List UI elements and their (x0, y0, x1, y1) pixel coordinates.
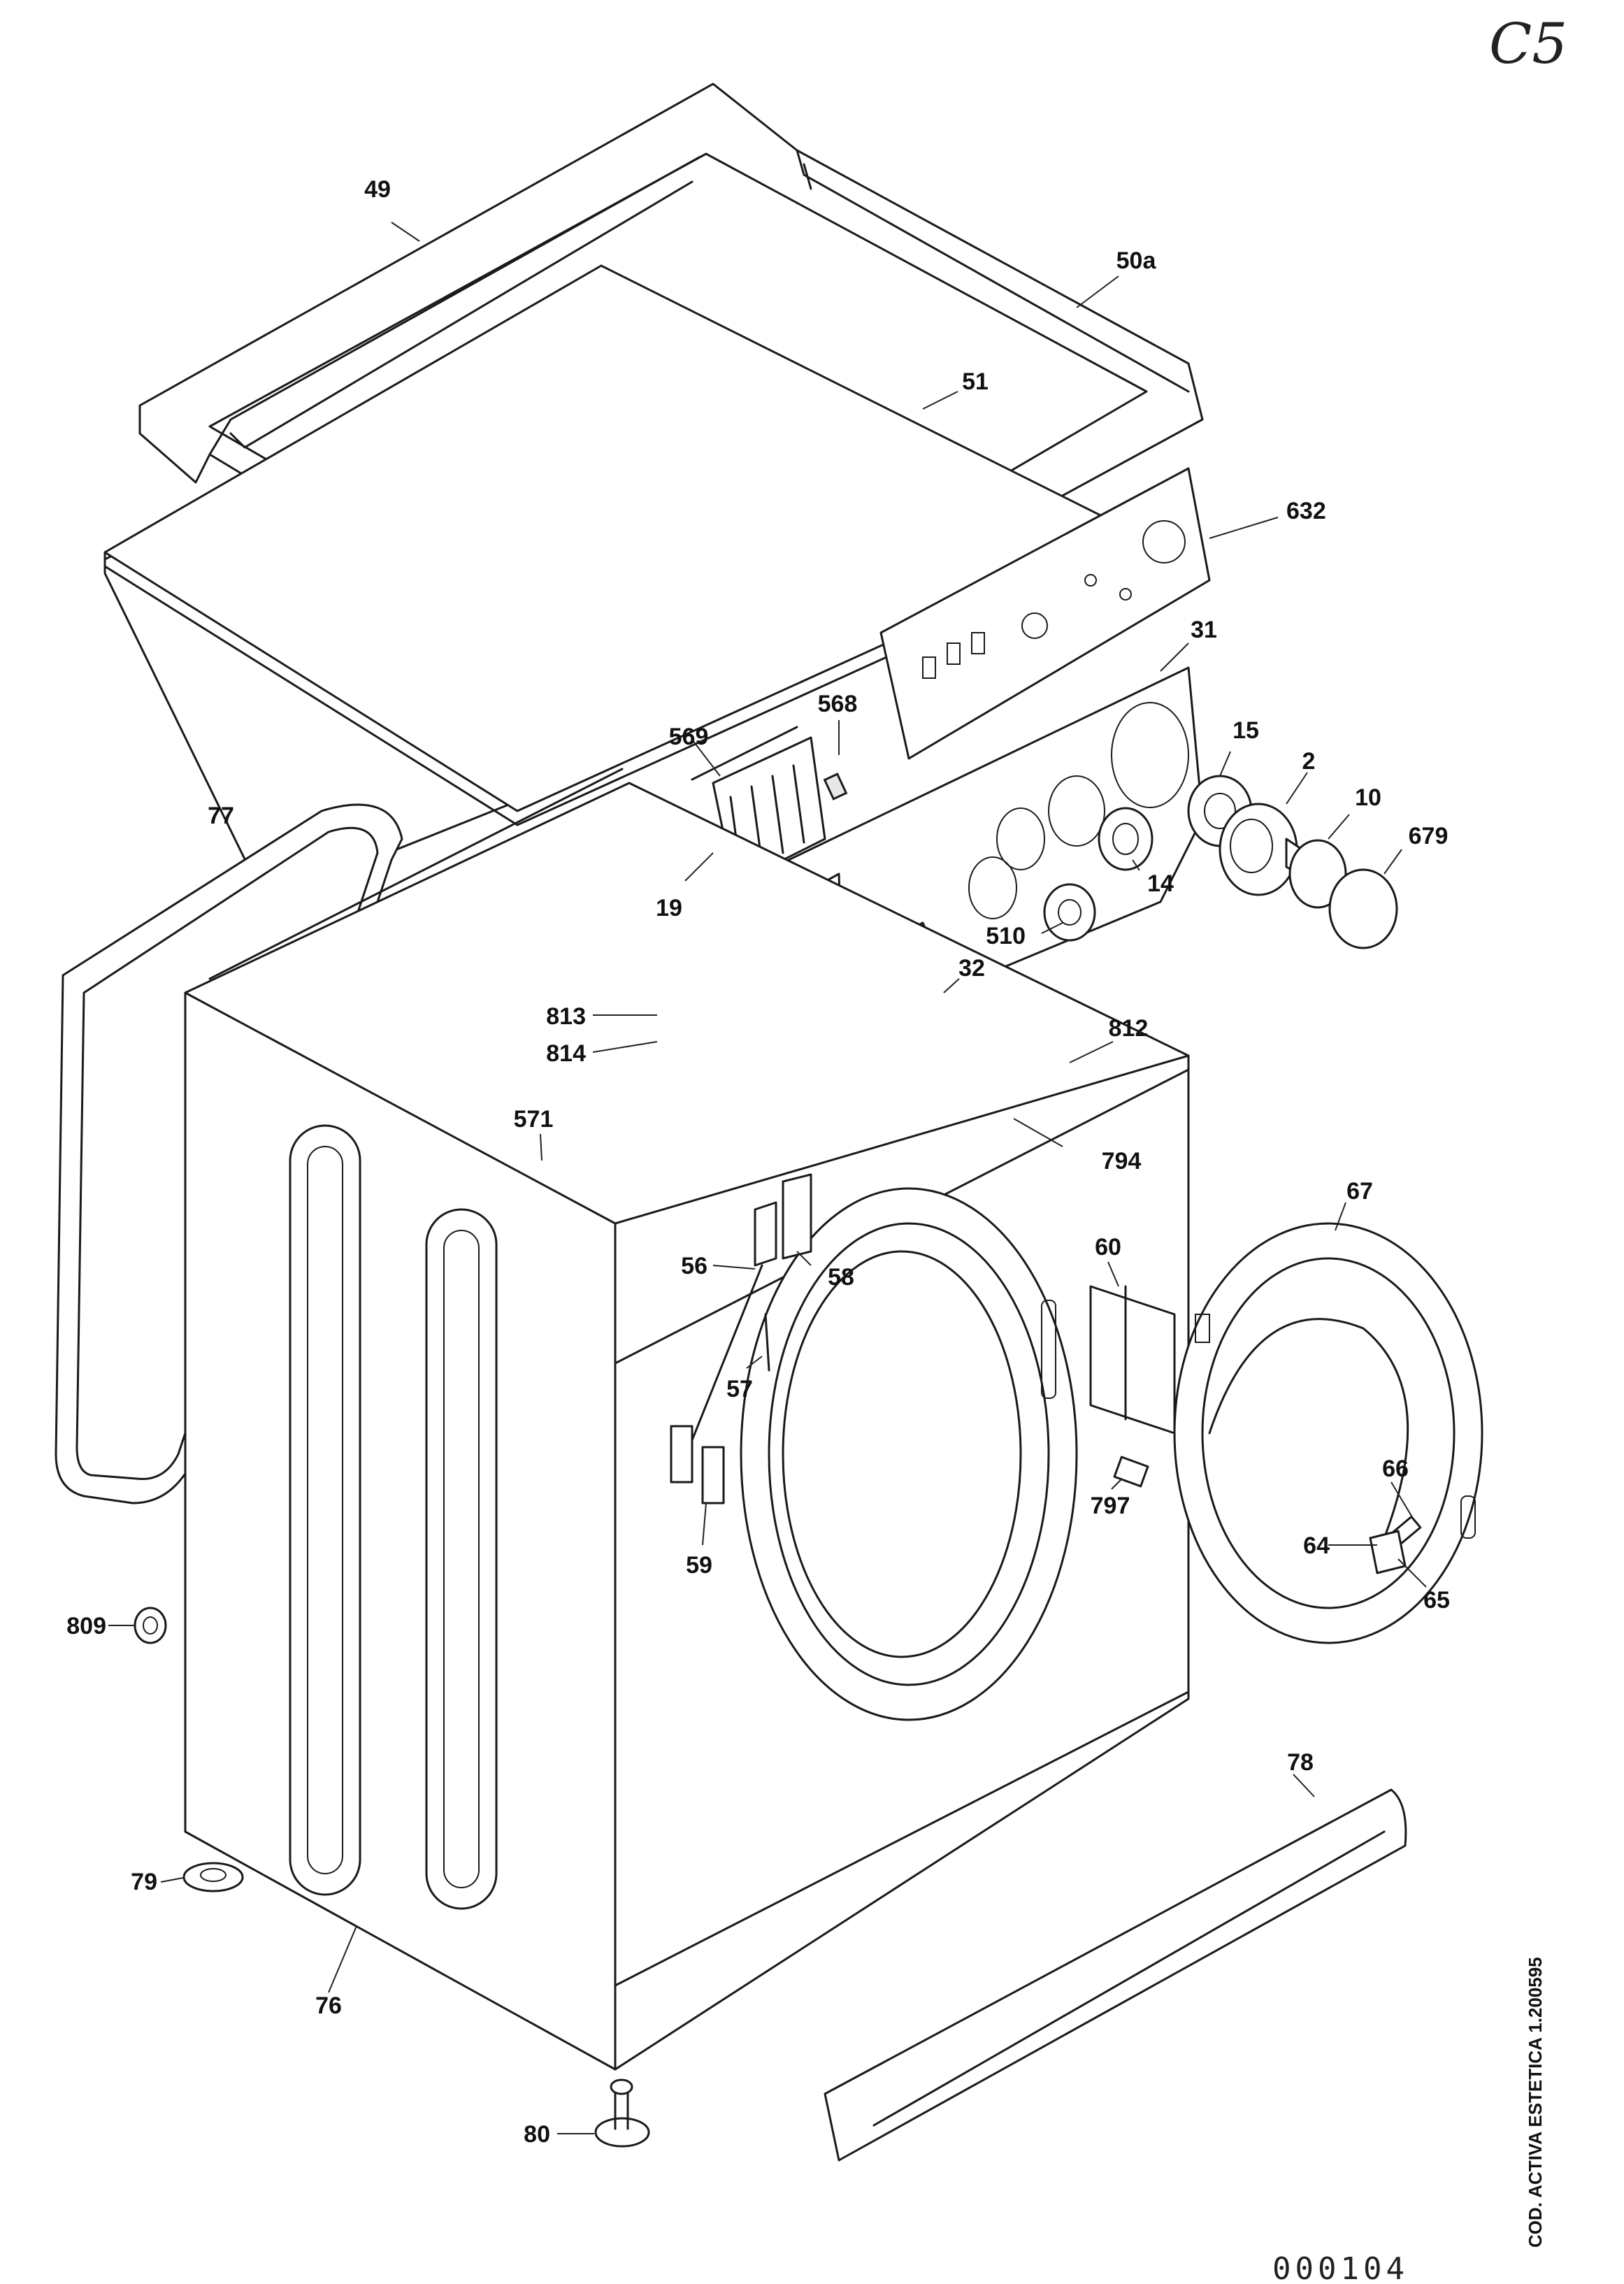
label-part-794: 794 (1102, 1148, 1142, 1175)
part-labels: 49 50a 51 632 31 568 569 15 2 10 679 14 … (66, 176, 1450, 2148)
corner-mark: C5 (1489, 11, 1567, 76)
label-part-812: 812 (1109, 1015, 1149, 1042)
porthole (740, 1187, 1078, 1721)
label-part-10: 10 (1355, 784, 1381, 811)
label-part-809: 809 (66, 1613, 106, 1639)
label-part-15: 15 (1233, 717, 1259, 744)
label-part-797: 797 (1091, 1493, 1130, 1519)
label-part-813: 813 (546, 1003, 586, 1030)
control-plate (879, 467, 1211, 760)
label-part-32: 32 (958, 955, 985, 982)
label-part-31: 31 (1191, 617, 1217, 643)
door-lock (670, 1173, 812, 1504)
label-part-50a: 50a (1116, 247, 1157, 274)
document-number: 000104 (1272, 2251, 1409, 2284)
label-part-78: 78 (1287, 1749, 1314, 1776)
label-part-2: 2 (1302, 748, 1316, 775)
label-part-76: 76 (315, 1992, 342, 2019)
label-part-59: 59 (686, 1552, 712, 1579)
label-part-49: 49 (364, 176, 391, 203)
label-part-510: 510 (986, 923, 1026, 949)
label-part-679: 679 (1409, 823, 1449, 849)
label-part-77: 77 (208, 803, 234, 829)
label-part-67: 67 (1346, 1178, 1373, 1205)
side-code: COD. ACTIVA ESTETICA 1.200595 (1525, 1957, 1546, 2248)
label-part-19: 19 (656, 895, 682, 921)
label-part-56: 56 (681, 1253, 707, 1279)
plinth (824, 1788, 1407, 2162)
label-part-80: 80 (524, 2121, 550, 2148)
label-part-51: 51 (962, 368, 989, 395)
label-part-64: 64 (1303, 1532, 1330, 1559)
leader-lines (108, 222, 1427, 2134)
label-part-632: 632 (1286, 498, 1326, 524)
foot-79 (182, 1862, 244, 1892)
label-part-79: 79 (131, 1869, 157, 1895)
door-hinge (1089, 1285, 1176, 1488)
label-part-568: 568 (818, 691, 858, 717)
label-part-57: 57 (726, 1376, 753, 1402)
foot-80 (594, 2078, 650, 2148)
label-part-65: 65 (1423, 1587, 1450, 1614)
label-part-814: 814 (546, 1040, 586, 1067)
cap-809 (134, 1607, 167, 1644)
label-part-58: 58 (828, 1264, 854, 1291)
door (1173, 1222, 1483, 1644)
label-part-14: 14 (1147, 870, 1174, 897)
label-part-571: 571 (514, 1106, 554, 1133)
label-part-60: 60 (1095, 1234, 1121, 1260)
label-part-569: 569 (669, 724, 709, 750)
label-part-66: 66 (1382, 1456, 1409, 1482)
